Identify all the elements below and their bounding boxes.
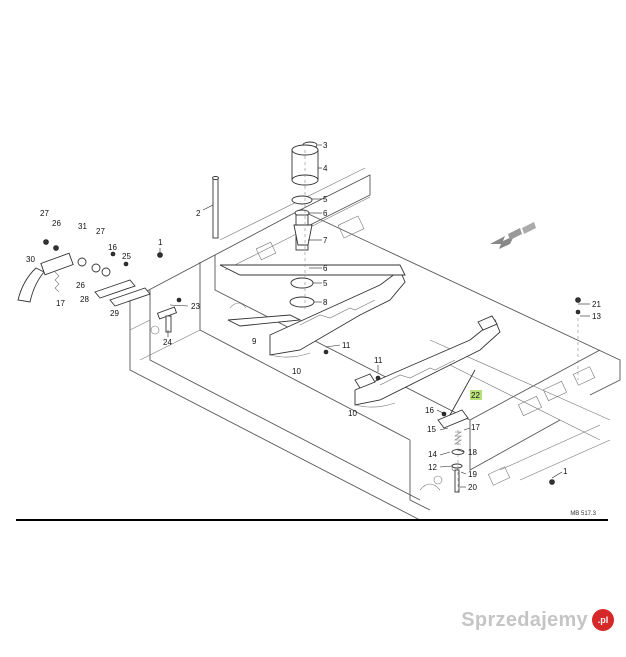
part-label-27: 27 (40, 209, 49, 218)
part-label-25: 25 (122, 252, 131, 261)
part-label-6-lower: 6 (323, 264, 328, 273)
part-label-24: 24 (163, 338, 172, 347)
part-label-12: 12 (428, 463, 437, 472)
part-label-26: 26 (52, 219, 61, 228)
part-label-26-lower: 26 (76, 281, 85, 290)
watermark-text: Sprzedajemy (461, 608, 588, 631)
scraper-plate-lower (354, 315, 501, 408)
part-label-5-lower: 5 (323, 279, 328, 288)
part-label-5: 5 (323, 195, 328, 204)
leader-lines (159, 144, 590, 488)
part-label-21: 21 (592, 300, 601, 309)
machine-frame (129, 167, 621, 521)
part-label-27-right: 27 (96, 227, 105, 236)
part-label-22: 22 (471, 391, 480, 400)
part-label-11: 11 (342, 341, 351, 350)
part-label-13: 13 (592, 312, 601, 321)
fasteners (157, 150, 581, 495)
roller-assembly (289, 141, 319, 308)
part-label-9: 9 (252, 337, 257, 346)
part-label-18: 18 (468, 448, 477, 457)
part-label-20: 20 (468, 483, 477, 492)
part-label-23: 23 (191, 302, 200, 311)
part-label-1-right: 1 (563, 467, 568, 476)
part-label-11-lower: 11 (374, 356, 383, 365)
lever-assembly (17, 239, 182, 333)
pin-part-2 (212, 176, 219, 239)
part-label-29: 29 (110, 309, 119, 318)
scraper-plate-upper (219, 264, 406, 358)
part-label-15: 15 (427, 425, 436, 434)
part-label-28: 28 (80, 295, 89, 304)
highlight-part-22 (470, 390, 482, 400)
part-label-14: 14 (428, 450, 437, 459)
part-label-16-left: 16 (108, 243, 117, 252)
part-label-3: 3 (323, 141, 328, 150)
part-label-2: 2 (196, 209, 201, 218)
part-label-1: 1 (158, 238, 163, 247)
direction-arrow (490, 222, 536, 249)
part-label-8: 8 (323, 298, 328, 307)
part-label-16: 16 (425, 406, 434, 415)
part-label-31: 31 (78, 222, 87, 231)
drawing-code: MB 517.3 (570, 511, 596, 517)
part-labels: 3 4 5 6 7 6 5 8 2 1 27 26 31 27 16 25 30… (26, 141, 601, 492)
footer-rule (16, 519, 608, 521)
part-label-7: 7 (323, 236, 328, 245)
part-label-6: 6 (323, 209, 328, 218)
watermark-badge: .pl (592, 609, 614, 631)
rod-part-9 (227, 314, 302, 327)
part-label-10-lower: 10 (348, 409, 357, 418)
part-label-10: 10 (292, 367, 301, 376)
part-label-19: 19 (468, 470, 477, 479)
part-label-30: 30 (26, 255, 35, 264)
watermark-logo: Sprzedajemy .pl (461, 600, 614, 640)
part-label-17: 17 (471, 423, 480, 432)
part-label-17-left: 17 (56, 299, 65, 308)
part-label-4: 4 (323, 164, 328, 173)
